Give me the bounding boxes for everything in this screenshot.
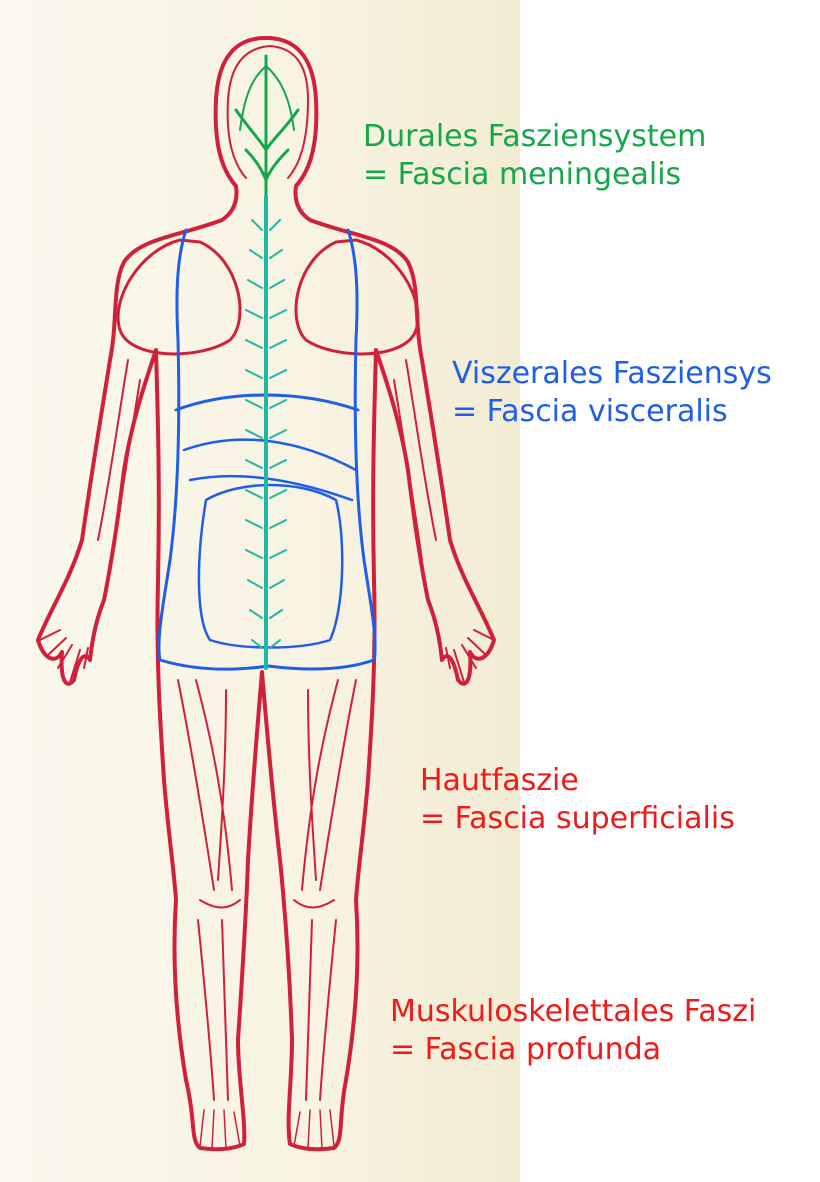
label-skin-line2: = Fascia superficialis [420,800,735,838]
label-superficial-fascia: Hautfaszie = Fascia superficialis [420,762,735,838]
label-muscle-line1: Muskuloskelettales Faszi [390,993,820,1031]
label-visceral-line1: Viszerales Fasziensys [452,355,820,393]
label-visceral-fascia: Viszerales Fasziensys = Fascia viscerali… [452,355,820,431]
label-skin-line1: Hautfaszie [420,762,735,800]
label-dural-fascia: Durales Fasziensystem = Fascia meningeal… [363,118,706,194]
label-dural-line1: Durales Fasziensystem [363,118,706,156]
label-muscle-line2: = Fascia profunda [390,1031,820,1069]
label-dural-line2: = Fascia meningealis [363,156,706,194]
label-visceral-line2: = Fascia visceralis [452,393,820,431]
label-deep-fascia: Muskuloskelettales Faszi = Fascia profun… [390,993,820,1069]
